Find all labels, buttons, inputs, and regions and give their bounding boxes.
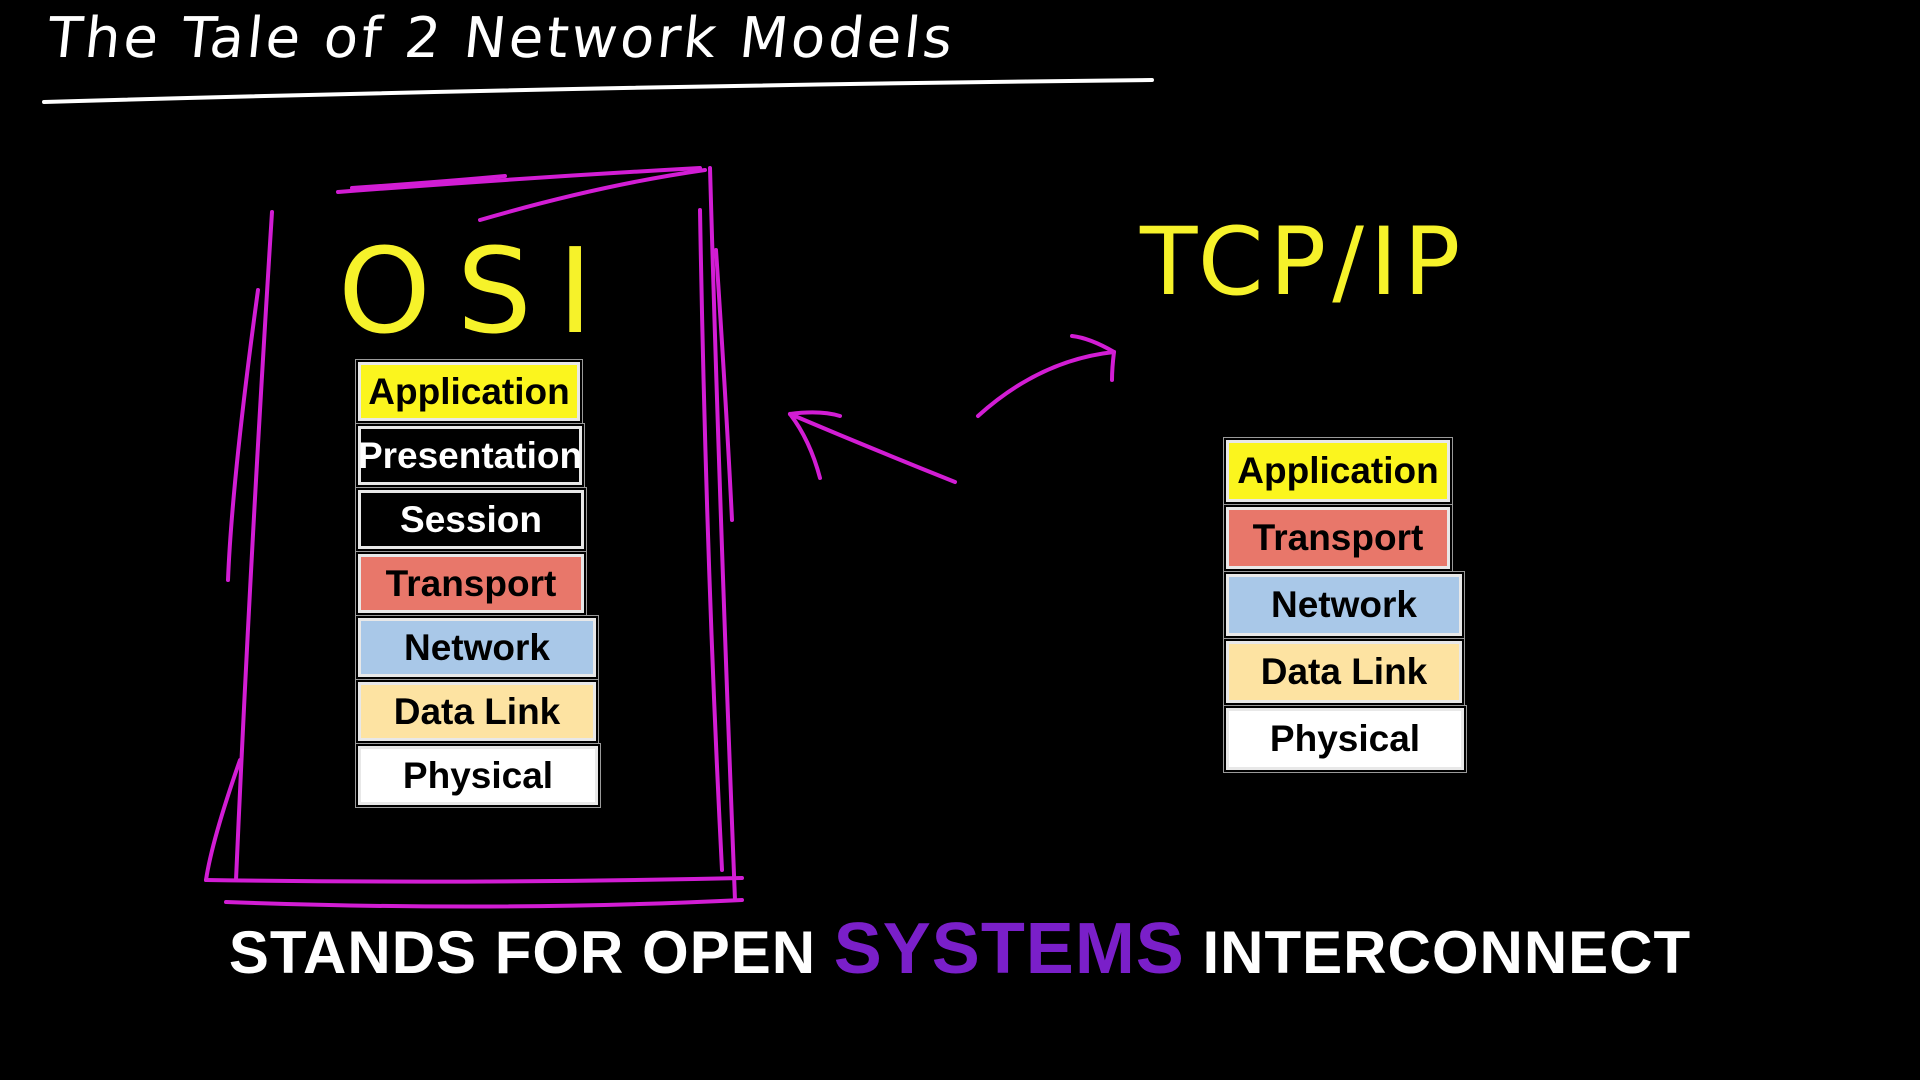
arrow-to-osi [788,410,957,484]
tcpip-layer-network: Network [1223,571,1465,639]
tcpip-layer-application: Application [1223,437,1453,505]
tcpip-layer-transport: Transport [1223,504,1453,572]
osi-highlight-box [204,166,744,909]
osi-model-label: OSI [338,222,619,360]
caption-text-after: INTERCONNECT [1184,919,1692,986]
tcpip-model-label: TCP/IP [1140,208,1467,317]
osi-layer-stack: Application Presentation Session Transpo… [355,359,601,810]
arrow-to-tcpip [976,334,1116,418]
osi-layer-network: Network [355,615,599,680]
page-title: The Tale of 2 Network Models [44,6,959,71]
osi-layer-data-link: Data Link [355,679,599,744]
caption-text-before: STANDS FOR OPEN [228,919,834,986]
osi-layer-session: Session [355,487,587,552]
osi-layer-presentation: Presentation [355,423,585,488]
osi-layer-transport: Transport [355,551,587,616]
osi-layer-application: Application [355,359,583,424]
caption-banner: STANDS FOR OPEN SYSTEMS INTERCONNECT [0,908,1920,990]
title-underline [42,78,1154,104]
tcpip-layer-physical: Physical [1223,705,1467,773]
caption-highlight: SYSTEMS [833,909,1185,989]
tcpip-layer-stack: Application Transport Network Data Link … [1223,437,1467,775]
tcpip-layer-data-link: Data Link [1223,638,1465,706]
osi-layer-physical: Physical [355,743,601,808]
